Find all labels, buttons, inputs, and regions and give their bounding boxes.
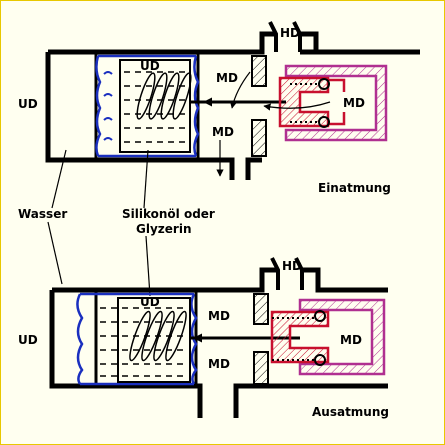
- bottom-md-right-label: MD: [340, 333, 362, 347]
- top-md-upper-label: MD: [216, 71, 238, 85]
- bottom-md-lower-label: MD: [208, 357, 230, 371]
- bottom-panel: HD MD MD MD UD UD Ausatmung: [18, 257, 389, 419]
- bottom-md-upper-label: MD: [208, 309, 230, 323]
- top-valve-housing: [284, 64, 388, 142]
- top-caption: Einatmung: [318, 181, 391, 195]
- oil-label-line1: Silikonöl oder: [122, 207, 215, 221]
- top-ud-chamber-label: UD: [140, 59, 160, 73]
- bottom-ud-left-label: UD: [18, 333, 38, 347]
- top-housing-outline: [45, 31, 420, 180]
- bottom-caption: Ausatmung: [312, 405, 389, 419]
- bottom-housing-outline: [49, 267, 388, 418]
- top-hd-label: HD: [280, 26, 300, 40]
- bottom-spring: [129, 310, 187, 362]
- top-panel: HD MD MD MD UD UD Einatmung: [18, 21, 420, 195]
- water-label: Wasser: [18, 207, 67, 221]
- top-md-right-label: MD: [343, 96, 365, 110]
- bottom-valve-housing: [298, 298, 386, 376]
- top-spring: [136, 72, 192, 120]
- bottom-water: [76, 293, 84, 385]
- bottom-valve-seat: [270, 310, 330, 364]
- top-ud-left-label: UD: [18, 97, 38, 111]
- top-md-lower-label: MD: [212, 125, 234, 139]
- bottom-ud-chamber-label: UD: [140, 295, 160, 309]
- oil-label-line2: Glyzerin: [136, 222, 191, 236]
- bottom-hd-label: HD: [282, 259, 302, 273]
